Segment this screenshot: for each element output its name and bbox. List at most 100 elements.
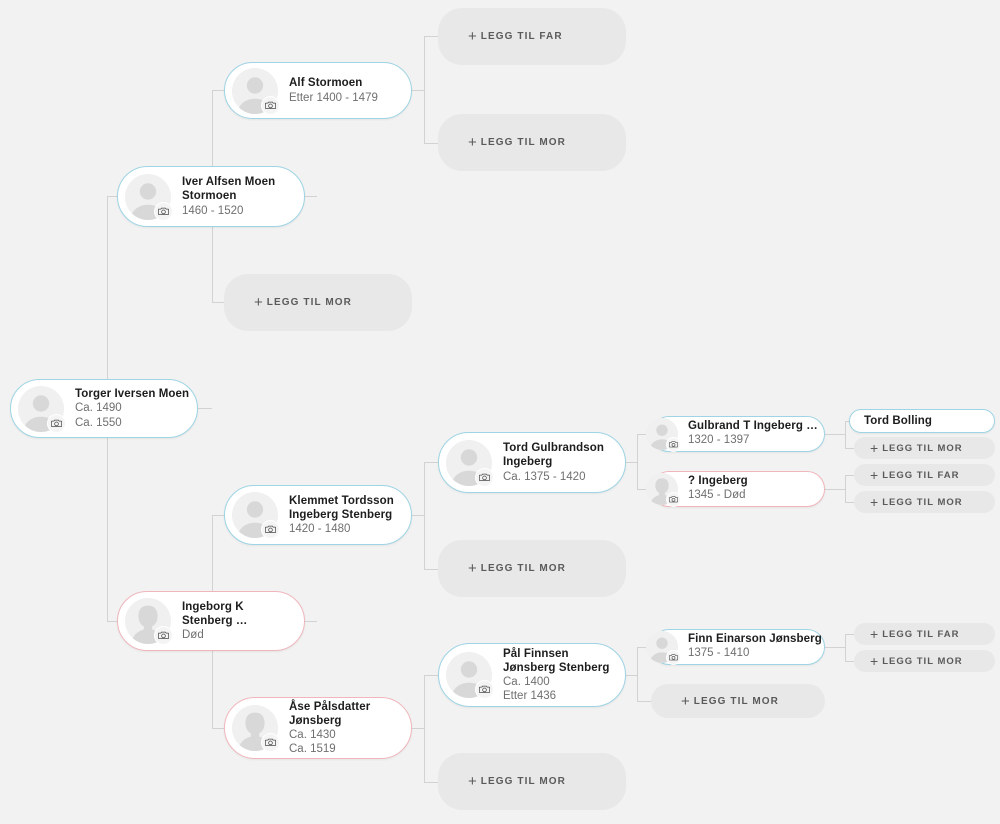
connector xyxy=(424,782,438,783)
person-info: Tord Gulbrandson Ingeberg Ca. 1375 - 142… xyxy=(492,441,618,483)
person-card-ingeborg-k-stenberg[interactable]: Ingeborg K Stenberg … Død xyxy=(117,591,305,651)
person-name-line1: Åse Pålsdatter xyxy=(289,700,371,713)
add-button-label: LEGG TIL FAR xyxy=(480,31,563,42)
add-father-button[interactable]: + LEGG TIL FAR xyxy=(854,623,995,645)
person-dates: 1345 - Død xyxy=(688,489,746,501)
person-info: Åse Pålsdatter Jønsberg Ca. 1430 Ca. 151… xyxy=(278,700,384,756)
camera-icon[interactable] xyxy=(666,650,681,665)
person-card-ase-palsdatter-jonsberg[interactable]: Åse Pålsdatter Jønsberg Ca. 1430 Ca. 151… xyxy=(224,697,412,759)
avatar xyxy=(646,631,681,665)
add-mother-button[interactable]: + LEGG TIL MOR xyxy=(438,753,626,810)
connector xyxy=(845,448,854,449)
avatar xyxy=(125,173,173,221)
connector xyxy=(411,90,425,91)
connector xyxy=(625,462,638,463)
person-death: Etter 1436 xyxy=(503,690,557,703)
person-card-iver-alfsen-moen-stormoen[interactable]: Iver Alfsen Moen Stormoen 1460 - 1520 xyxy=(117,166,305,227)
plus-icon: + xyxy=(681,692,690,710)
camera-icon[interactable] xyxy=(154,626,173,645)
camera-icon[interactable] xyxy=(666,437,681,452)
connector xyxy=(305,196,317,197)
add-father-button[interactable]: + LEGG TIL FAR xyxy=(854,464,995,486)
add-button-label: LEGG TIL MOR xyxy=(882,655,963,667)
person-dates: Etter 1400 - 1479 xyxy=(289,91,378,104)
add-mother-button[interactable]: + LEGG TIL MOR xyxy=(854,491,995,513)
connector xyxy=(825,434,846,435)
add-mother-button[interactable]: + LEGG TIL MOR xyxy=(854,650,995,672)
person-name-line1: Pål Finnsen xyxy=(503,647,569,660)
connector xyxy=(845,634,846,661)
person-info: Pål Finnsen Jønsberg Stenberg Ca. 1400 E… xyxy=(492,647,624,703)
person-name: Finn Einarson Jønsberg xyxy=(688,633,822,646)
camera-icon[interactable] xyxy=(475,680,494,699)
person-name-line2: Jønsberg xyxy=(289,714,342,727)
add-mother-button[interactable]: + LEGG TIL MOR xyxy=(438,114,626,171)
plus-icon: + xyxy=(468,134,477,151)
connector xyxy=(625,675,638,676)
person-death: Ca. 1519 xyxy=(289,743,336,756)
person-card-gulbrand-t-ingeberg[interactable]: Gulbrand T Ingeberg … 1320 - 1397 xyxy=(646,416,825,452)
plus-icon: + xyxy=(870,494,879,510)
person-card-tord-bolling[interactable]: Tord Bolling xyxy=(849,409,995,433)
person-dates: 1460 - 1520 xyxy=(182,204,244,217)
camera-icon[interactable] xyxy=(261,520,280,539)
connector xyxy=(411,728,425,729)
camera-icon[interactable] xyxy=(261,733,280,752)
person-name: Gulbrand T Ingeberg … xyxy=(688,420,818,433)
person-card-torger-iversen-moen[interactable]: Torger Iversen Moen Ca. 1490 Ca. 1550 xyxy=(10,379,198,438)
connector xyxy=(424,569,438,570)
person-card-klemmet-tordsson-ingeberg-stenberg[interactable]: Klemmet Tordsson Ingeberg Stenberg 1420 … xyxy=(224,485,412,545)
person-birth: Ca. 1400 xyxy=(503,676,550,688)
person-info: Gulbrand T Ingeberg … 1320 - 1397 xyxy=(678,420,824,447)
connector xyxy=(845,502,854,503)
add-mother-button[interactable]: + LEGG TIL MOR xyxy=(854,437,995,459)
person-name-line2: Stormoen xyxy=(182,190,237,203)
connector xyxy=(212,302,224,303)
avatar xyxy=(232,492,280,539)
camera-icon[interactable] xyxy=(154,201,173,221)
connector xyxy=(424,36,438,37)
connector xyxy=(825,647,846,648)
avatar xyxy=(646,418,681,452)
person-name: Tord Bolling xyxy=(864,414,933,427)
add-button-label: LEGG TIL FAR xyxy=(882,628,960,640)
person-name-line2: Stenberg … xyxy=(182,614,248,627)
avatar xyxy=(125,598,173,645)
add-father-button[interactable]: + LEGG TIL FAR xyxy=(438,8,626,65)
person-card-alf-stormoen[interactable]: Alf Stormoen Etter 1400 - 1479 xyxy=(224,62,412,119)
person-info: Alf Stormoen Etter 1400 - 1479 xyxy=(278,76,392,104)
plus-icon: + xyxy=(870,653,879,669)
person-dates: 1320 - 1397 xyxy=(688,434,750,446)
camera-icon[interactable] xyxy=(261,95,280,115)
add-mother-button[interactable]: + LEGG TIL MOR xyxy=(438,540,626,597)
connector xyxy=(637,701,651,702)
person-death: Ca. 1550 xyxy=(75,416,122,429)
connector xyxy=(424,462,425,569)
plus-icon: + xyxy=(254,294,263,311)
add-button-label: LEGG TIL MOR xyxy=(882,442,963,454)
camera-icon[interactable] xyxy=(47,413,66,433)
person-dates: Ca. 1375 - 1420 xyxy=(503,470,586,483)
add-mother-button[interactable]: + LEGG TIL MOR xyxy=(651,684,825,718)
person-birth: Ca. 1430 xyxy=(289,729,336,741)
person-card-pal-finnsen-jonsberg-stenberg[interactable]: Pål Finnsen Jønsberg Stenberg Ca. 1400 E… xyxy=(438,643,626,707)
add-mother-button[interactable]: + LEGG TIL MOR xyxy=(224,274,412,331)
avatar xyxy=(446,439,494,487)
avatar xyxy=(232,705,280,752)
connector xyxy=(212,728,224,729)
connector xyxy=(424,675,425,782)
avatar xyxy=(232,67,280,115)
plus-icon: + xyxy=(468,773,477,790)
plus-icon: + xyxy=(468,28,477,45)
person-card-unknown-ingeberg[interactable]: ? Ingeberg 1345 - Død xyxy=(646,471,825,507)
camera-icon[interactable] xyxy=(475,467,494,487)
person-dates: 1375 - 1410 xyxy=(688,647,750,659)
person-name: ? Ingeberg xyxy=(688,475,748,488)
person-card-finn-einarson-jonsberg[interactable]: Finn Einarson Jønsberg 1375 - 1410 xyxy=(646,629,825,665)
person-card-tord-gulbrandson-ingeberg[interactable]: Tord Gulbrandson Ingeberg Ca. 1375 - 142… xyxy=(438,432,626,493)
add-button-label: LEGG TIL MOR xyxy=(693,695,780,707)
camera-icon[interactable] xyxy=(666,492,681,507)
person-info: Klemmet Tordsson Ingeberg Stenberg 1420 … xyxy=(278,494,408,536)
plus-icon: + xyxy=(870,626,879,642)
